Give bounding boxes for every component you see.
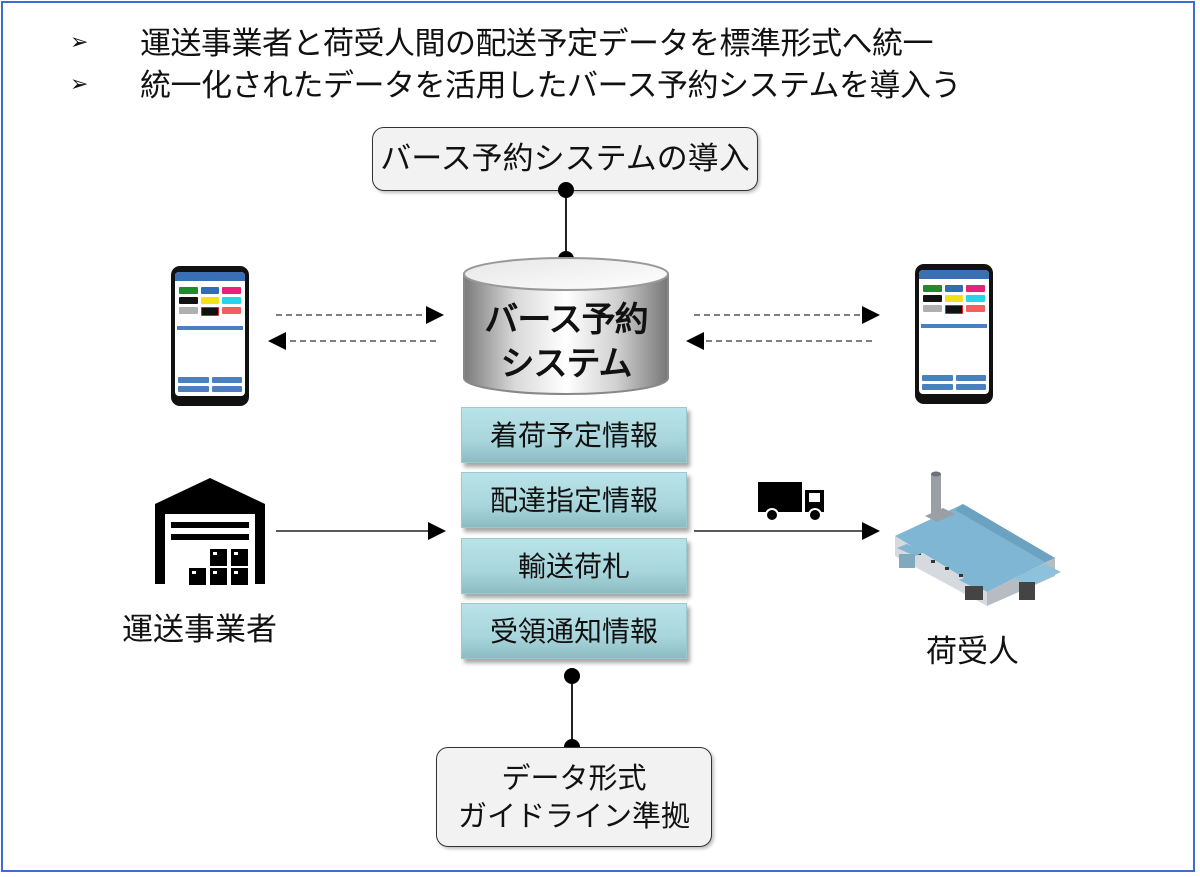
dashed-arrow-system-to-right xyxy=(694,306,880,324)
bullet-item: ➢ 運送事業者と荷受人間の配送予定データを標準形式へ統一 xyxy=(70,24,934,66)
info-box-shipping-label: 輸送荷札 xyxy=(461,538,687,594)
warehouse-icon xyxy=(155,478,265,585)
database-cylinder-icon xyxy=(463,257,669,395)
bullet-text: 統一化されたデータを活用したバース予約システムを導入う xyxy=(140,68,962,104)
solid-arrow-carrier-to-system xyxy=(276,522,446,540)
data-format-guideline-box: データ形式 ガイドライン準拠 xyxy=(436,747,712,847)
berth-reservation-system-label: バース予約 システム xyxy=(462,298,670,386)
smartphone-icon xyxy=(171,266,249,406)
connector-dot xyxy=(564,668,580,684)
info-box-receipt-notice: 受領通知情報 xyxy=(461,603,687,659)
connector-dot xyxy=(558,182,574,198)
carrier-label: 運送事業者 xyxy=(122,612,277,648)
arrow-bullet-icon: ➢ xyxy=(70,71,88,97)
connector-line xyxy=(565,190,567,258)
dashed-arrow-left-to-system xyxy=(276,306,444,324)
smartphone-icon xyxy=(915,264,993,404)
info-box-arrival-schedule: 着荷予定情報 xyxy=(461,407,687,463)
consignee-label: 荷受人 xyxy=(926,634,1019,670)
guideline-line: ガイドライン準拠 xyxy=(457,799,690,833)
factory-icon xyxy=(895,471,1061,606)
system-label-line: バース予約 xyxy=(484,300,648,340)
arrow-bullet-icon: ➢ xyxy=(70,29,88,55)
dashed-arrow-right-to-system xyxy=(686,332,872,350)
info-box-delivery-designation: 配達指定情報 xyxy=(461,472,687,528)
system-label-line: システム xyxy=(500,344,633,384)
connector-line xyxy=(571,676,573,748)
bullet-text: 運送事業者と荷受人間の配送予定データを標準形式へ統一 xyxy=(140,26,934,62)
bullet-item: ➢ 統一化されたデータを活用したバース予約システムを導入う xyxy=(70,66,962,108)
solid-arrow-system-to-consignee xyxy=(694,522,880,540)
dashed-arrow-system-to-left xyxy=(268,332,436,350)
guideline-line: データ形式 xyxy=(501,761,647,795)
truck-icon xyxy=(758,482,824,522)
berth-reservation-intro-box: バース予約システムの導入 xyxy=(372,127,758,191)
